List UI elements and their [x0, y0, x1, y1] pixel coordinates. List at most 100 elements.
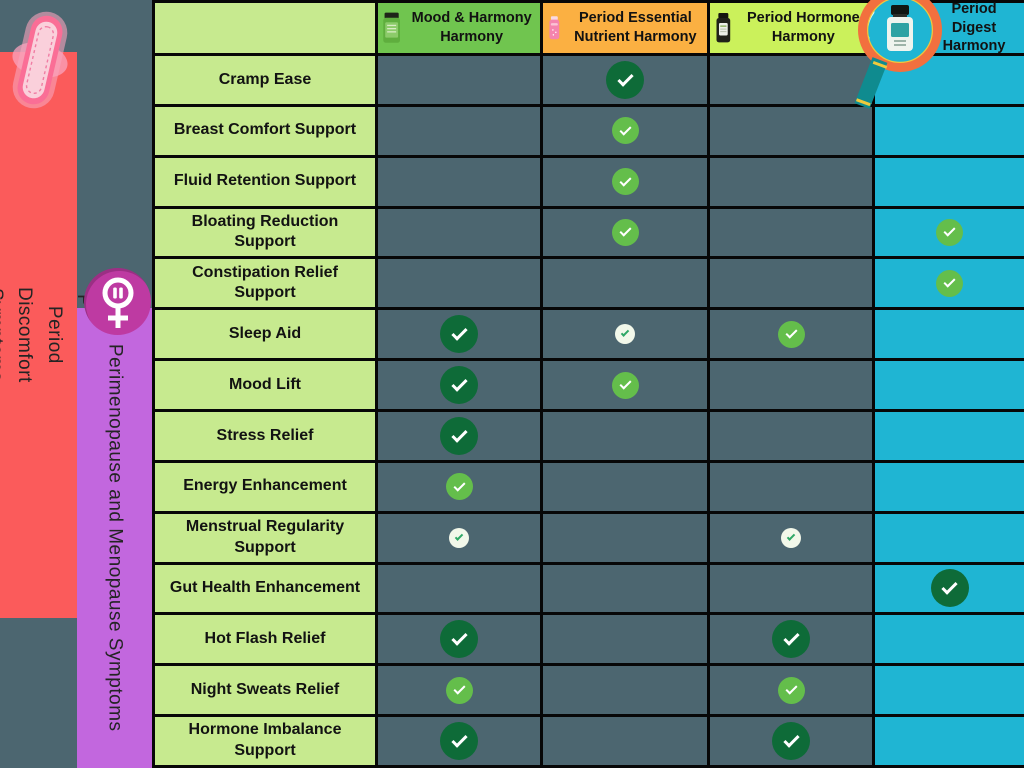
matrix-cell — [543, 666, 707, 715]
matrix-cell — [378, 56, 540, 104]
check-icon — [440, 722, 478, 761]
matrix-cell — [378, 615, 540, 664]
product-name: Period Essential Nutrient Harmony — [574, 10, 697, 45]
row-label: Menstrual Regularity Support — [155, 513, 375, 562]
matrix-cell — [710, 208, 872, 257]
matrix-cell — [378, 259, 540, 308]
matrix-cell — [378, 462, 540, 511]
row-label: Gut Health Enhancement — [155, 564, 375, 613]
matrix-cell — [710, 615, 872, 664]
matrix-cell — [710, 157, 872, 206]
row-label: Fluid Retention Support — [155, 157, 375, 206]
matrix-cell — [543, 56, 707, 104]
matrix-cell — [543, 310, 707, 359]
check-icon — [936, 269, 963, 297]
matrix-cell — [875, 564, 1024, 613]
check-icon — [440, 620, 478, 659]
matrix-cell — [710, 361, 872, 409]
check-icon — [777, 320, 805, 348]
row-label: Energy Enhancement — [155, 462, 375, 511]
matrix-cell — [543, 259, 707, 308]
matrix-cell — [543, 412, 707, 460]
check-icon — [611, 117, 639, 145]
check-icon — [781, 527, 801, 548]
matrix-cell — [875, 157, 1024, 206]
row-label: Breast Comfort Support — [155, 106, 375, 155]
row-label: Bloating Reduction Support — [155, 208, 375, 257]
matrix-cell — [710, 56, 872, 104]
check-icon — [606, 60, 644, 99]
matrix-cell — [543, 717, 707, 765]
comparison-table: Mood & Harmony Harmony Period Essential … — [152, 0, 1024, 768]
matrix-cell — [710, 462, 872, 511]
matrix-cell — [543, 462, 707, 511]
matrix-cell — [875, 208, 1024, 257]
pms-banner: PMS and Period Discomfort Symptoms — [0, 52, 93, 618]
check-icon — [930, 569, 969, 608]
header-product-essential-nutrient: Period Essential Nutrient Harmony — [543, 3, 707, 53]
check-icon — [772, 620, 810, 659]
matrix-cell — [710, 666, 872, 715]
matrix-cell — [710, 513, 872, 562]
matrix-cell — [378, 666, 540, 715]
matrix-cell — [378, 513, 540, 562]
product-name: Period Hormone Harmony — [746, 10, 860, 45]
check-icon — [445, 676, 473, 704]
header-product-mood-harmony: Mood & Harmony Harmony — [378, 3, 540, 53]
header-empty-cell — [155, 3, 375, 53]
matrix-cell — [543, 157, 707, 206]
magnified-bottle — [887, 5, 913, 51]
matrix-cell — [875, 361, 1024, 409]
perimenopause-banner-label: Perimenopause and Menopause Symptoms — [104, 344, 126, 732]
matrix-cell — [710, 412, 872, 460]
row-label: Cramp Ease — [155, 56, 375, 104]
check-icon — [777, 676, 805, 704]
matrix-cell — [543, 564, 707, 613]
matrix-cell — [378, 157, 540, 206]
matrix-cell — [378, 564, 540, 613]
row-label: Sleep Aid — [155, 310, 375, 359]
row-label: Mood Lift — [155, 361, 375, 409]
matrix-cell — [710, 259, 872, 308]
row-label: Constipation Relief Support — [155, 259, 375, 308]
check-icon — [936, 218, 963, 246]
matrix-cell — [875, 310, 1024, 359]
matrix-cell — [875, 259, 1024, 308]
product-bottle-icon — [716, 13, 731, 43]
matrix-cell — [543, 106, 707, 155]
matrix-cell — [875, 412, 1024, 460]
row-label: Hot Flash Relief — [155, 615, 375, 664]
row-label: Night Sweats Relief — [155, 666, 375, 715]
matrix-cell — [710, 717, 872, 765]
row-label: Hormone Imbalance Support — [155, 717, 375, 765]
matrix-cell — [875, 106, 1024, 155]
matrix-cell — [710, 564, 872, 613]
matrix-cell — [378, 361, 540, 409]
check-icon — [445, 473, 473, 501]
matrix-cell — [710, 106, 872, 155]
matrix-cell — [875, 462, 1024, 511]
product-name: Mood & Harmony Harmony — [411, 10, 532, 45]
header-product-hormone-harmony: Period Hormone Harmony — [710, 3, 872, 53]
magnifying-glass-icon — [840, 0, 964, 132]
matrix-cell — [378, 717, 540, 765]
check-icon — [611, 371, 639, 399]
matrix-cell — [875, 717, 1024, 765]
matrix-cell — [543, 208, 707, 257]
product-bottle-icon — [383, 12, 400, 43]
matrix-cell — [378, 412, 540, 460]
matrix-cell — [543, 615, 707, 664]
matrix-cell — [875, 666, 1024, 715]
menstrual-pad-icon — [0, 5, 80, 116]
check-icon — [440, 366, 478, 405]
check-icon — [611, 218, 639, 246]
check-icon — [615, 324, 635, 345]
check-icon — [611, 168, 639, 196]
check-icon — [449, 527, 469, 548]
matrix-cell — [875, 615, 1024, 664]
perimenopause-banner: Perimenopause and Menopause Symptoms — [77, 308, 152, 768]
matrix-cell — [875, 513, 1024, 562]
product-name: Period Digest Harmony — [942, 0, 1006, 55]
matrix-cell — [710, 310, 872, 359]
